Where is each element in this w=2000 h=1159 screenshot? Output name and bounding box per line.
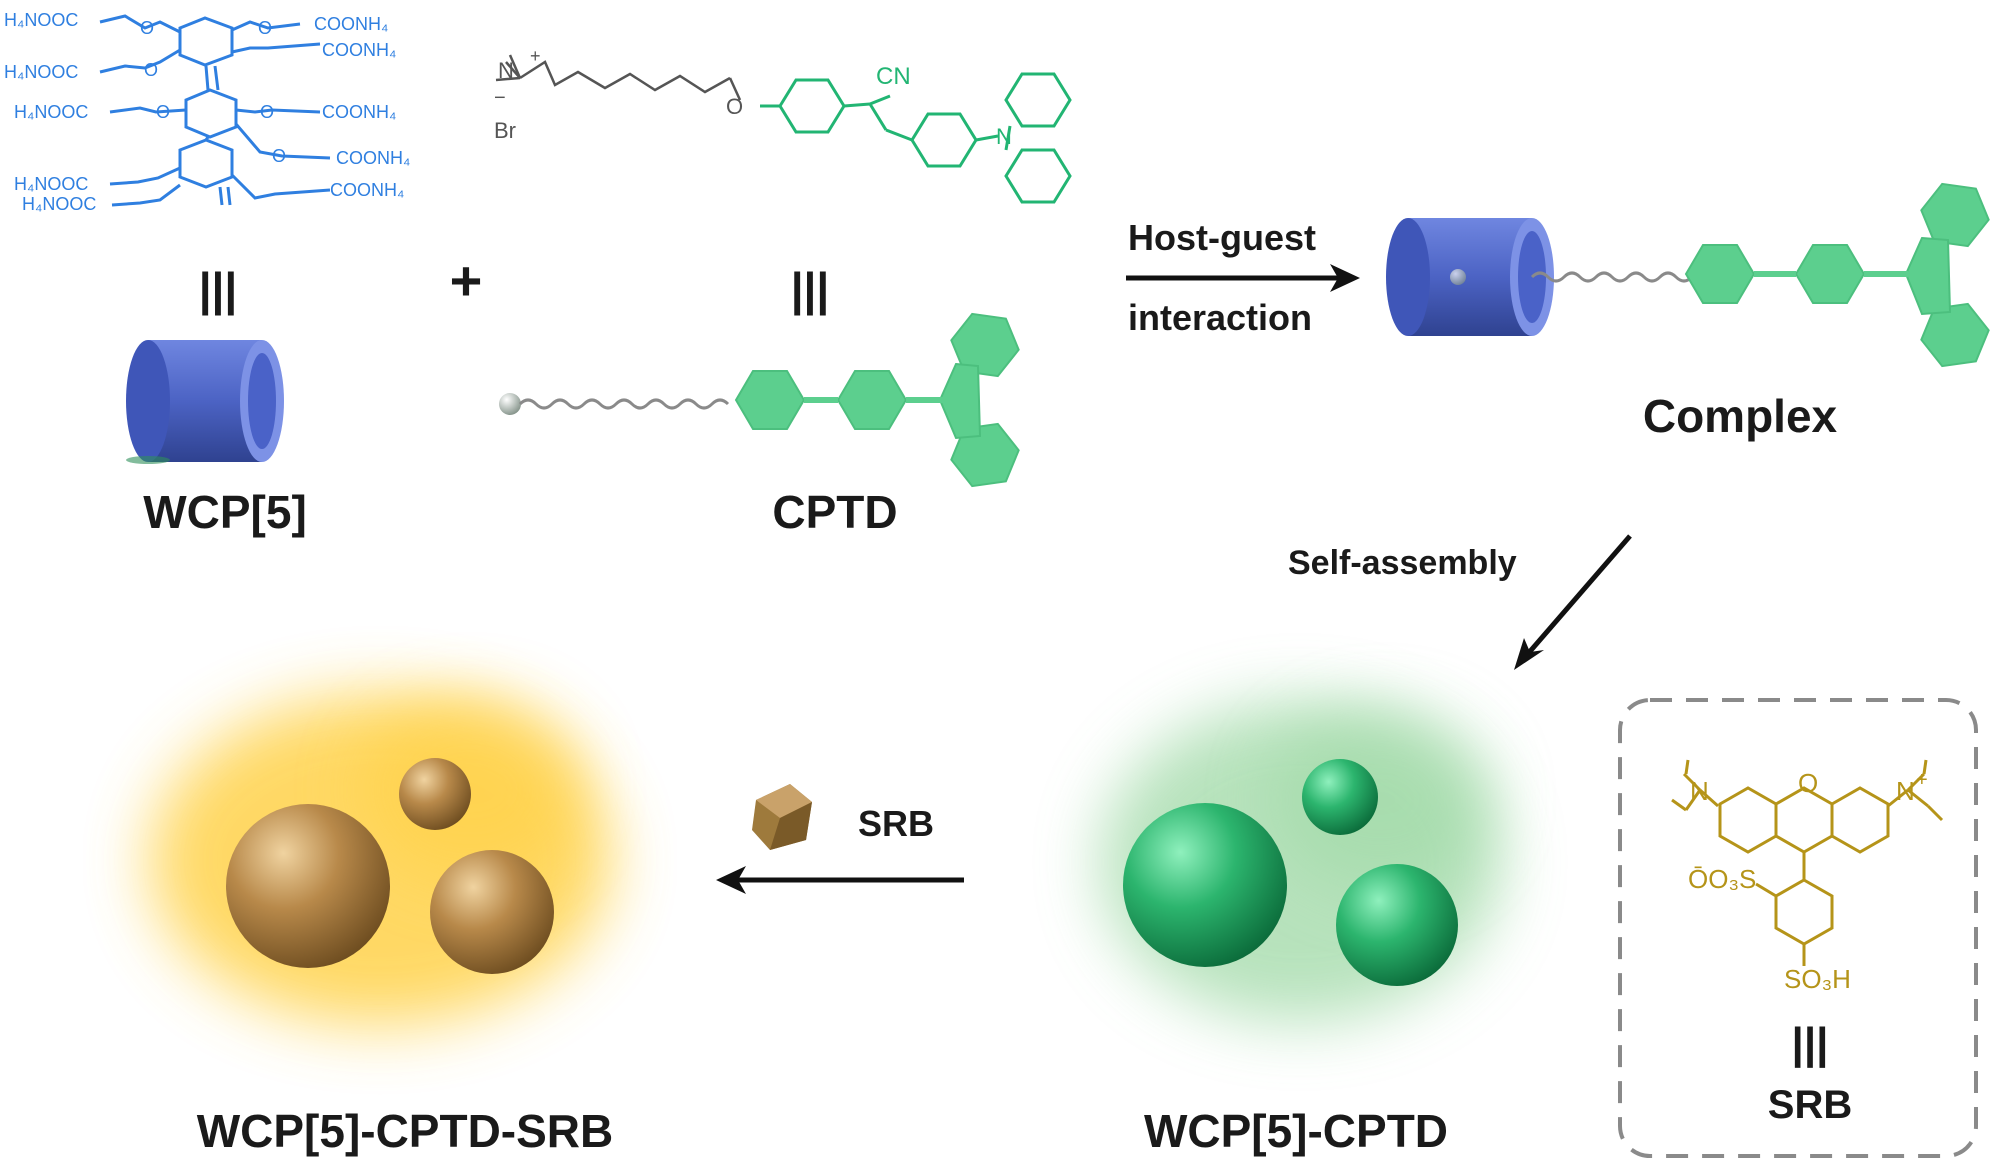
- cptd-minus-charge: −: [494, 87, 506, 109]
- wcp5-oxygen-6: O: [272, 146, 286, 166]
- wcp5-right-group-3: COONH₄: [322, 102, 396, 122]
- wcp5-left-group-4: H₄NOOC: [14, 174, 88, 194]
- cptd-structure: N + − Br O CN N: [494, 46, 1072, 204]
- wcp5-cptd-srb-assembly-icon: [150, 695, 610, 1025]
- srb-arrow-label: SRB: [858, 803, 934, 844]
- cptd-label: CPTD: [772, 486, 897, 538]
- wcp5-right-group-1: COONH₄: [314, 14, 388, 34]
- cptd-equivalence-mark: |||: [791, 263, 830, 315]
- host-guest-label-line2: interaction: [1128, 297, 1312, 338]
- complex-label: Complex: [1643, 390, 1838, 442]
- cptd-ether-oxygen: O: [726, 94, 743, 119]
- cptd-ammonium-n: N: [498, 58, 514, 83]
- srb-sulfonate: ŌO₃S: [1688, 864, 1756, 894]
- srb-sulfonic-acid: SO₃H: [1784, 964, 1851, 994]
- wcp5-cylinder-icon: [126, 340, 284, 464]
- cptd-carbazole-n: N: [996, 124, 1012, 149]
- srb-arrowhead: [716, 866, 746, 894]
- wcp5-oxygen-1: O: [140, 18, 154, 38]
- wcp5-cptd-assembly-icon: [1100, 702, 1500, 1022]
- self-assembly-arrow: [1524, 534, 1632, 658]
- srb-box-label: SRB: [1768, 1083, 1852, 1127]
- srb-structure-box: [1618, 698, 1978, 1158]
- srb-n-right: N: [1896, 776, 1915, 806]
- srb-plus-charge: +: [1916, 769, 1928, 791]
- srb-cube-icon: [752, 784, 812, 850]
- srb-structure: O N N + ŌO₃S SO₃H: [1671, 759, 1944, 994]
- wcp5-left-group-1: H₄NOOC: [4, 10, 78, 30]
- cptd-nitrile: CN: [876, 63, 911, 90]
- wcp5-equivalence-mark: |||: [199, 263, 238, 315]
- wcp5-left-group-5: H₄NOOC: [22, 194, 96, 214]
- wcp5-label: WCP[5]: [143, 486, 307, 538]
- wcp5-oxygen-4: O: [258, 18, 272, 38]
- self-assembly-arrowhead: [1514, 638, 1544, 670]
- complex-cartoon-icon: [1386, 180, 1994, 370]
- wcp5-oxygen-3: O: [156, 102, 170, 122]
- wcp5-right-group-4: COONH₄: [336, 148, 410, 168]
- wcp5-cptd-label: WCP[5]-CPTD: [1144, 1105, 1448, 1157]
- srb-n-left: N: [1690, 776, 1709, 806]
- cptd-bromide: Br: [494, 118, 516, 143]
- wcp5-right-group-5: COONH₄: [330, 180, 404, 200]
- plus-sign: +: [450, 249, 483, 312]
- cptd-cartoon-icon: [499, 310, 1024, 490]
- wcp5-oxygen-2: O: [144, 60, 158, 80]
- cptd-plus-charge: +: [530, 46, 541, 66]
- wcp5-right-group-2: COONH₄: [322, 40, 396, 60]
- self-assembly-label: Self-assembly: [1288, 544, 1517, 582]
- srb-oxygen: O: [1798, 768, 1818, 798]
- host-guest-label-line1: Host-guest: [1128, 217, 1316, 258]
- wcp5-left-group-2: H₄NOOC: [4, 62, 78, 82]
- srb-equivalence-mark: |||: [1792, 1019, 1829, 1069]
- wcp5-structure: H₄NOOC H₄NOOC H₄NOOC H₄NOOC H₄NOOC COONH…: [4, 10, 410, 214]
- wcp5-oxygen-5: O: [260, 102, 274, 122]
- host-guest-arrowhead: [1330, 264, 1360, 292]
- wcp5-left-group-3: H₄NOOC: [14, 102, 88, 122]
- wcp5-cptd-srb-label: WCP[5]-CPTD-SRB: [197, 1105, 614, 1157]
